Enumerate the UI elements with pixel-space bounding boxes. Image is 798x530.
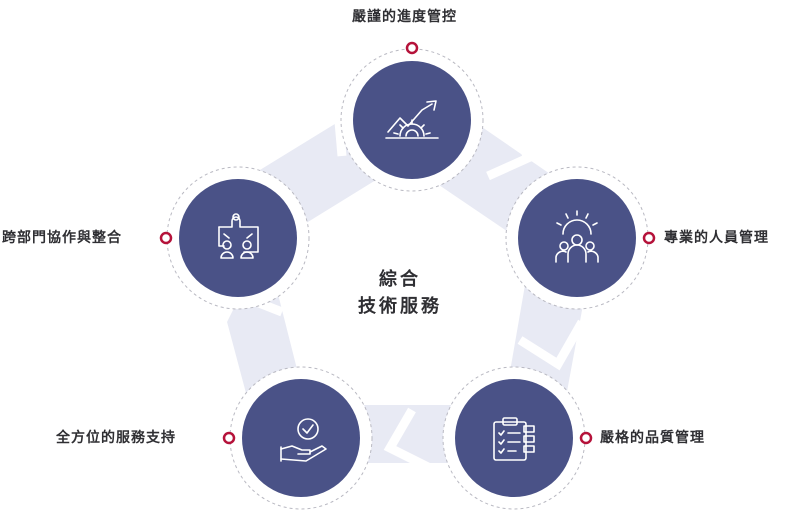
node-marker: [405, 41, 419, 55]
ring-arrow-notch: [298, 103, 347, 157]
node-progress-control: [340, 41, 484, 192]
ring-arrow-notch: [486, 110, 534, 181]
label-cross-department-collaboration: 跨部門協作與整合: [2, 230, 122, 246]
center-title: 綜合 技術服務: [345, 266, 455, 320]
label-quality-management: 嚴格的品質管理: [600, 430, 705, 446]
node-quality-management: [442, 366, 593, 510]
node-personnel-management: [505, 166, 656, 310]
ring-arrow-notch: [383, 407, 433, 473]
node-marker: [222, 431, 236, 445]
node-comprehensive-support: [222, 366, 373, 510]
clipboard-checklist-icon: [493, 417, 535, 461]
node-cross-department-collaboration: [159, 166, 310, 310]
collaboration-puzzle-icon: [218, 213, 259, 259]
label-comprehensive-support: 全方位的服務支持: [56, 430, 176, 446]
node-marker: [159, 231, 173, 245]
hand-check-icon: [280, 418, 327, 462]
label-personnel-management: 專業的人員管理: [664, 230, 769, 246]
node-marker: [642, 231, 656, 245]
center-title-line-2: 技術服務: [358, 296, 442, 317]
center-title-line-1: 綜合: [379, 269, 421, 290]
team-gear-icon: [555, 210, 599, 263]
node-marker: [579, 431, 593, 445]
label-progress-control: 嚴謹的進度管控: [352, 9, 457, 25]
growth-chart-gear-icon: [385, 100, 439, 139]
ring-arrow-notch: [517, 319, 586, 371]
